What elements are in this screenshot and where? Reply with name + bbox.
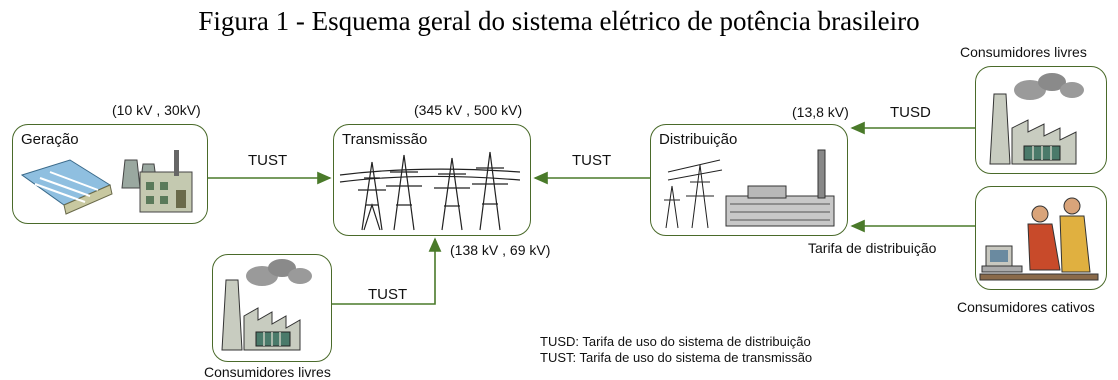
people-at-computer-icon: [979, 197, 1099, 281]
geracao-voltage: (10 kV , 30kV): [112, 102, 201, 118]
power-plant-icon: [121, 150, 193, 213]
transmissao-voltage-bottom: (138 kV , 69 kV): [450, 242, 551, 258]
geracao-label: Geração: [21, 131, 79, 148]
legend-tusd: TUSD: Tarifa de uso do sistema de distri…: [540, 334, 811, 349]
edge-label-geracao-tust: TUST: [248, 152, 288, 169]
factory-building-icon: [725, 149, 835, 227]
transmissao-label: Transmissão: [342, 131, 428, 148]
legend: TUSD: Tarifa de uso do sistema de distri…: [540, 334, 812, 366]
factory-icon-bottom: [221, 259, 312, 351]
consumidores-cativos-label: Consumidores cativos: [957, 299, 1095, 315]
edge-label-tarifa-distribuicao: Tarifa de distribuição: [808, 240, 937, 256]
figure-title: Figura 1 - Esquema geral do sistema elét…: [198, 6, 920, 36]
arrow-livres-bottom-transmissao: [332, 237, 442, 305]
transmission-towers-icon: [339, 151, 521, 231]
consumidores-livres-top-label: Consumidores livres: [960, 44, 1087, 60]
edge-label-livres-bottom-tust: TUST: [368, 286, 408, 303]
edge-label-tusd: TUSD: [890, 104, 931, 121]
transmissao-voltage-top: (345 kV , 500 kV): [414, 102, 523, 118]
distribuicao-label: Distribuição: [659, 131, 738, 148]
transmissao-box: Transmissão: [333, 124, 531, 236]
edge-label-distribuicao-tust: TUST: [572, 152, 612, 169]
factory-icon-top: [989, 73, 1084, 165]
substation-icon: [664, 159, 723, 229]
distribuicao-voltage: (13,8 kV): [792, 104, 849, 120]
legend-tust: TUST: Tarifa de uso do sistema de transm…: [540, 350, 813, 365]
dam-icon: [20, 159, 113, 215]
